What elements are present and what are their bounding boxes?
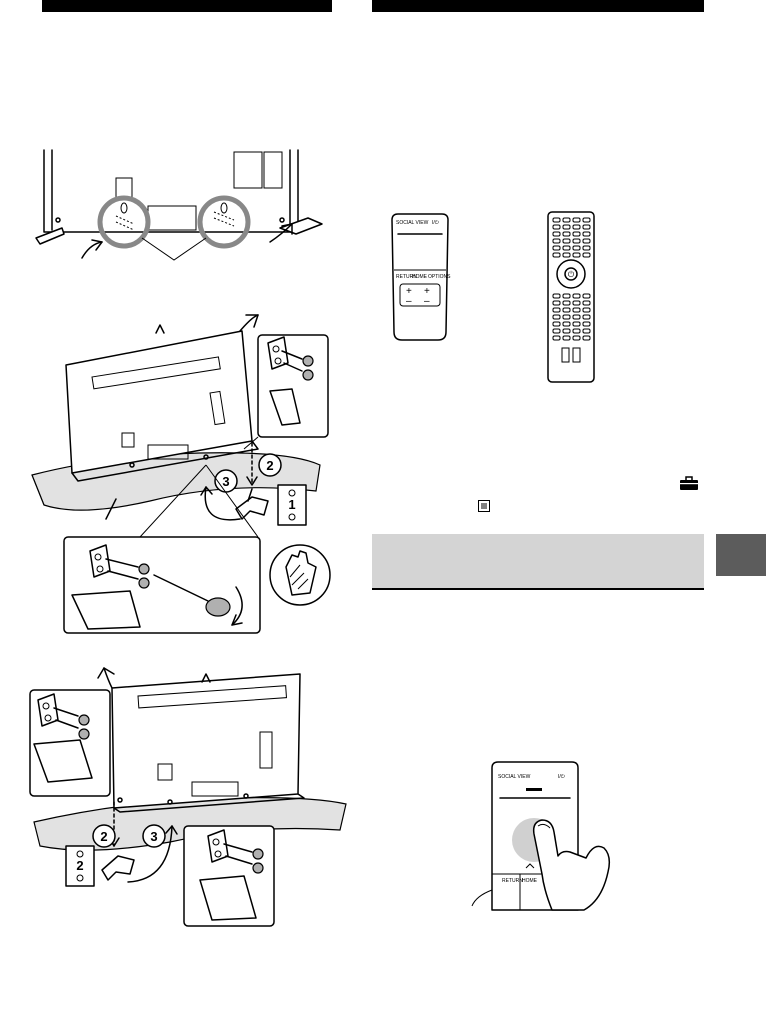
step-3-marker: 3 [222,474,229,489]
remote-button [582,252,591,258]
remote-button [572,252,581,258]
svg-text:+: + [424,286,430,297]
touch-remote-brand: SOCIAL VIEW [498,774,531,780]
remote-button [552,321,561,327]
remote-button [562,328,571,334]
remote-button [562,231,571,237]
remote-button [562,217,571,223]
touchpad-remote-illustration: SOCIAL VIEW I/⏻ RETURN HOME OPTIONS + + … [391,213,451,341]
tv-stand-feet-illustration [35,149,323,261]
remote-button [552,300,561,306]
remote-button [552,293,561,299]
remote-button [572,321,581,327]
remote-button [552,238,561,244]
section-heading-rule [372,588,704,590]
step-2-marker-b: 2 [100,829,107,844]
remote-button [572,300,581,306]
remote-button [572,335,581,341]
remote-button [572,224,581,230]
remote-button [552,328,561,334]
remote-power-icon: ⏻ [568,270,575,279]
small-remote-brand: SOCIAL VIEW [396,220,429,226]
remote-button [552,231,561,237]
remote-button [562,307,571,313]
touch-remote-hand-illustration: SOCIAL VIEW I/⏻ RETURN HOME [471,761,611,911]
toolbox-icon [680,476,698,490]
remote-button [572,238,581,244]
remote-button [552,217,561,223]
remote-button [552,224,561,230]
remote-button [572,328,581,334]
svg-text:–: – [424,296,430,307]
remote-button [552,335,561,341]
remote-button [582,238,591,244]
options-icon [478,500,490,512]
remote-button [572,231,581,237]
remote-button [562,252,571,258]
remote-button [582,245,591,251]
remote-button [582,328,591,334]
remote-button [582,217,591,223]
remote-button [562,321,571,327]
small-remote-home: HOME [412,274,428,280]
remote-button [562,245,571,251]
remote-button [582,293,591,299]
attach-stand-1-illustration: 2 1 3 [31,314,331,634]
stand-part-label-1: 1 [288,497,295,512]
remote-button [582,335,591,341]
remote-button [552,307,561,313]
remote-button [562,300,571,306]
remote-button [582,314,591,320]
chapter-side-tab [716,534,766,576]
remote-button [572,245,581,251]
remote-button [562,224,571,230]
touch-remote-home: HOME [522,878,538,884]
remote-button [582,321,591,327]
remote-button [572,217,581,223]
small-remote-return: RETURN [396,274,417,280]
small-remote-power: I/⏻ [432,220,439,226]
remote-button [572,307,581,313]
remote-button [582,300,591,306]
svg-text:+: + [406,286,412,297]
stand-part-label-2: 2 [76,858,83,873]
remote-button [572,314,581,320]
attach-stand-2-illustration: 2 2 3 [29,667,347,927]
remote-button [572,293,581,299]
remote-button [552,245,561,251]
remote-button [562,238,571,244]
standard-remote-illustration: ⏻ [547,211,595,383]
remote-button [552,314,561,320]
remote-button [582,307,591,313]
remote-button [582,231,591,237]
svg-text:–: – [406,296,412,307]
left-header-bar [42,0,332,12]
section-heading-box [372,534,704,588]
remote-button [562,335,571,341]
step-3-marker-b: 3 [150,829,157,844]
step-2-marker: 2 [266,458,273,473]
remote-button [562,314,571,320]
small-remote-options: OPTIONS [428,274,451,280]
right-header-bar [372,0,704,12]
remote-button [582,224,591,230]
remote-button [552,252,561,258]
remote-button [562,293,571,299]
touch-remote-power: I/⏻ [558,774,565,780]
touch-remote-return: RETURN [502,878,523,884]
